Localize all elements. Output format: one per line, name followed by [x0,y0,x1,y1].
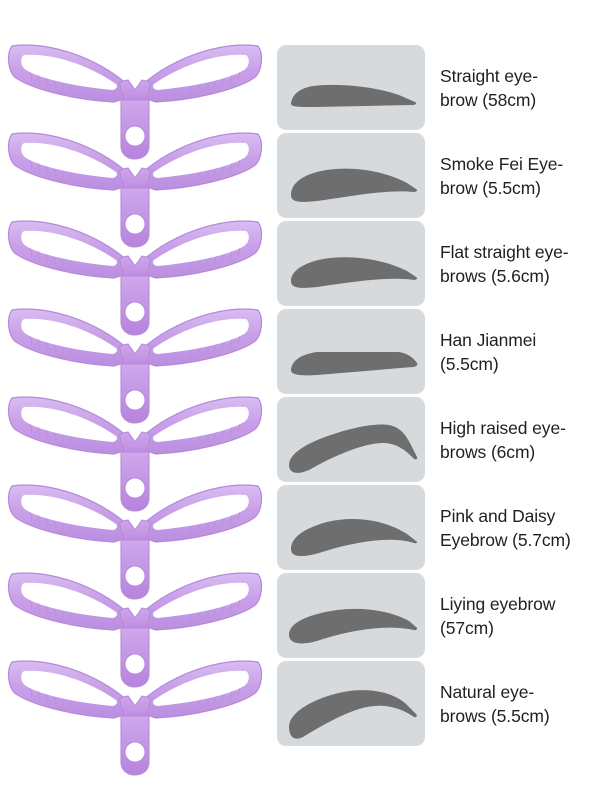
swatch-card-3 [277,221,425,306]
eyebrow-stencil-8 [4,636,266,786]
eyebrow-stencil-2 [4,108,266,258]
eyebrow-shape-list: Straight eye-brow (58cm)Smoke Fei Eye-br… [277,45,600,749]
eyebrow-shape-row: Liying eyebrow (57cm) [277,573,600,658]
eyebrow-stencil-1 [4,20,266,170]
swatch-label-line1: High raised eye- [440,417,566,438]
stencil-stack [0,0,270,800]
eyebrow-stencil-5 [4,372,266,522]
swatch-label-line1: Natural eye- [440,681,535,702]
eyebrow-shape-row: High raised eye-brows (6cm) [277,397,600,482]
eyebrow-shape-row: Flat straight eye-brows (5.6cm) [277,221,600,306]
swatch-card-4 [277,309,425,394]
swatch-card-1 [277,45,425,130]
natural-eyebrow-shape [289,690,417,739]
swatch-label-line2: (5.5cm) [440,353,499,374]
swatch-label-1: Straight eye-brow (58cm) [440,45,600,130]
eyebrow-stencil-6 [4,460,266,610]
swatch-label-line2: Eyebrow (5.7cm) [440,529,571,550]
swatch-card-7 [277,573,425,658]
pink-and-daisy-eyebrow-shape [291,519,418,557]
swatch-card-6 [277,485,425,570]
han-jianmei-eyebrow-shape [290,352,418,376]
flat-straight-eyebrow-shape [291,257,418,288]
swatch-label-line2: brow (58cm) [440,89,537,110]
eyebrow-stencil-4 [4,284,266,434]
swatch-label-5: High raised eye-brows (6cm) [440,397,600,482]
swatch-label-8: Natural eye-brows (5.5cm) [440,661,600,746]
swatch-label-line2: (57cm) [440,617,494,638]
swatch-label-line1: Pink and Daisy [440,505,556,526]
swatch-label-line2: brows (6cm) [440,441,536,462]
eyebrow-stencil-3 [4,196,266,346]
swatch-label-4: Han Jianmei (5.5cm) [440,309,600,394]
swatch-label-7: Liying eyebrow (57cm) [440,573,600,658]
straight-eyebrow-shape [290,84,417,107]
eyebrow-shape-row: Smoke Fei Eye-brow (5.5cm) [277,133,600,218]
swatch-label-line1: Straight eye- [440,65,538,86]
eyebrow-stencil-7 [4,548,266,698]
swatch-card-8 [277,661,425,746]
swatch-label-3: Flat straight eye-brows (5.6cm) [440,221,600,306]
swatch-label-line2: brow (5.5cm) [440,177,541,198]
swatch-label-line1: Han Jianmei [440,329,537,350]
swatch-label-line1: Smoke Fei Eye- [440,153,564,174]
swatch-label-line2: brows (5.6cm) [440,265,550,286]
liying-eyebrow-shape [289,608,418,644]
swatch-label-line2: brows (5.5cm) [440,705,550,726]
swatch-label-2: Smoke Fei Eye-brow (5.5cm) [440,133,600,218]
high-raised-eyebrow-shape [289,424,418,473]
swatch-label-line1: Liying eyebrow [440,593,556,614]
swatch-label-line1: Flat straight eye- [440,241,569,262]
eyebrow-shape-row: Natural eye-brows (5.5cm) [277,661,600,746]
eyebrow-shape-row: Han Jianmei (5.5cm) [277,309,600,394]
swatch-card-5 [277,397,425,482]
smoke-fei-eyebrow-shape [291,168,418,202]
swatch-card-2 [277,133,425,218]
eyebrow-shape-row: Straight eye-brow (58cm) [277,45,600,130]
